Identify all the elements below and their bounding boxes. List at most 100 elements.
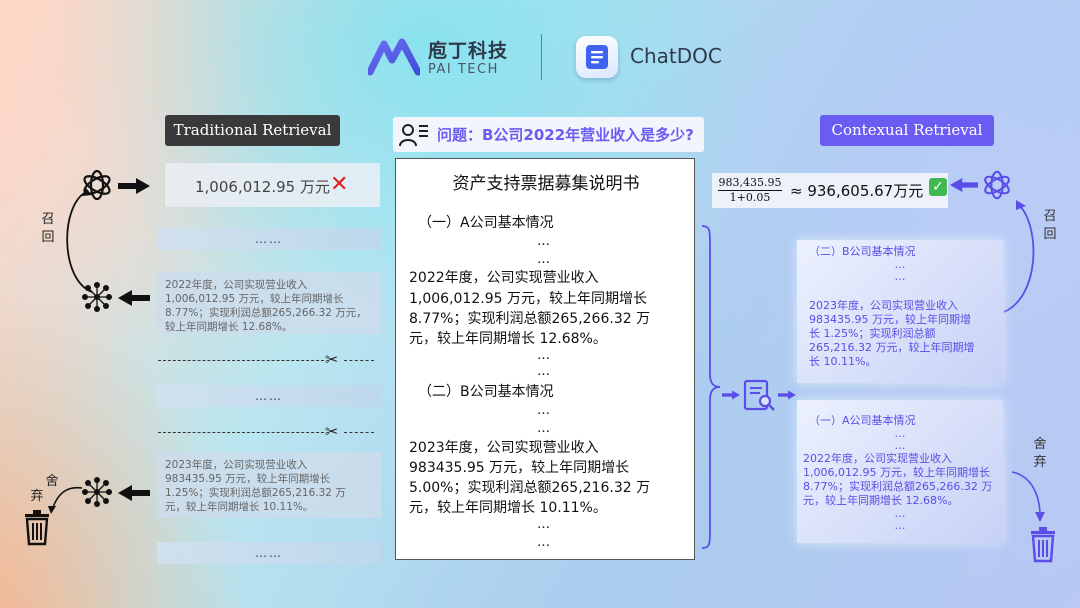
recall-label-1: 召 xyxy=(41,212,55,227)
pai-tech-name-en: PAI TECH xyxy=(428,62,499,77)
chunk-ellipsis: …… xyxy=(255,389,283,403)
document-title: 资产支持票据募集说明书 xyxy=(452,174,640,194)
arrow-left-icon xyxy=(950,178,978,192)
arrow-right-icon xyxy=(722,390,740,400)
traditional-answer-value: 1,006,012.95 万元 xyxy=(195,178,330,196)
doc-ellipsis: … xyxy=(537,535,550,550)
doc-section-a-heading: （一）A公司基本情况 xyxy=(418,215,554,231)
contextual-chunk-a: （一）A公司基本情况 … … 2022年度，公司实现营业收入 1,006,012… xyxy=(797,400,1003,543)
contextual-chunk-b: （二）B公司基本情况 … … 2023年度，公司实现营业收入 983435.95… xyxy=(797,240,1003,383)
chunk-cut-line xyxy=(158,360,324,361)
discard-label-1: 舍 xyxy=(45,474,59,489)
chunk-line: 长 10.11%。 xyxy=(809,355,877,368)
chunk-ellipsis: …… xyxy=(255,546,283,560)
doc-ellipsis: … xyxy=(537,348,550,363)
traditional-retrieval-title: Traditional Retrieval xyxy=(165,115,340,146)
chunk-heading: （一）A公司基本情况 xyxy=(809,414,916,427)
chunk-ellipsis: … xyxy=(894,507,906,520)
chunk-strip: …… xyxy=(157,385,381,407)
doc-para-b-line: 2023年度，公司实现营业收入 xyxy=(409,440,599,456)
discard-arrow-icon xyxy=(1011,471,1045,522)
document-search-icon xyxy=(743,379,775,411)
retrieved-chunk-2: 2023年度，公司实现营业收入 983435.95 万元，较上年同期增长 1.2… xyxy=(157,452,381,518)
doc-para-a-line: 2022年度，公司实现营业收入 xyxy=(409,270,599,286)
answer-fraction: 983,435.95 1+0.05 xyxy=(718,176,782,204)
chunk-strip: …… xyxy=(157,542,381,564)
doc-ellipsis: … xyxy=(537,364,550,379)
contextual-retrieval-title: Contexual Retrieval xyxy=(820,115,994,146)
wrong-cross-icon: ✕ xyxy=(330,172,349,197)
discard-label-2: 弃 xyxy=(30,489,44,504)
doc-ellipsis: … xyxy=(537,517,550,532)
chunk-line: 元，较上年同期增长 12.68%。 xyxy=(803,494,959,507)
chunk-ellipsis: …… xyxy=(255,232,283,246)
chunk-line: 2023年度，公司实现营业收入 xyxy=(165,459,308,471)
user-question-icon xyxy=(399,123,428,146)
contextual-answer-value: ≈ 936,605.67万元 xyxy=(790,182,924,200)
header-divider xyxy=(541,34,542,80)
arrow-left-icon xyxy=(118,290,150,306)
chunk-line: 1,006,012.95 万元，较上年同期增长 xyxy=(803,466,990,479)
recall-label-1: 召 xyxy=(1043,209,1057,224)
recall-arrow-icon xyxy=(1003,200,1035,313)
recall-label-2: 回 xyxy=(1043,227,1057,242)
chunk-ellipsis: … xyxy=(894,427,906,440)
chunk-ellipsis: … xyxy=(894,439,906,452)
arrow-left-icon xyxy=(118,485,150,501)
chunk-line: 1,006,012.95 万元，较上年同期增长 xyxy=(165,293,344,305)
chunk-line: 983435.95 万元，较上年同期增长 xyxy=(165,473,331,485)
doc-ellipsis: … xyxy=(537,421,550,436)
correct-check-icon: ✓ xyxy=(929,178,947,196)
chunk-line: 983435.95 万元，较上年同期增 xyxy=(809,313,971,326)
embedding-cluster-icon xyxy=(82,282,112,312)
question-box: 问题：B公司2022年营业收入是多少? xyxy=(393,117,704,152)
doc-para-a-line: 1,006,012.95 万元，较上年同期增长 xyxy=(409,291,647,307)
chunk-ellipsis: … xyxy=(894,270,906,283)
discard-arrow-icon xyxy=(48,486,83,514)
chatdoc-name: ChatDOC xyxy=(630,44,722,68)
recall-label-2: 回 xyxy=(41,230,55,245)
chunk-strip: …… xyxy=(157,228,381,250)
chunk-cut-line xyxy=(344,360,374,361)
doc-para-b-line: 元，较上年同期增长 10.11%。 xyxy=(409,500,607,516)
source-document: 资产支持票据募集说明书 （一）A公司基本情况 … … 2022年度，公司实现营业… xyxy=(395,158,695,560)
chunk-line: 265,216.32 万元，较上年同期增 xyxy=(809,341,975,354)
chunk-heading: （二）B公司基本情况 xyxy=(809,245,916,258)
doc-section-b-heading: （二）B公司基本情况 xyxy=(418,384,554,400)
question-text: 问题：B公司2022年营业收入是多少? xyxy=(437,126,694,144)
chunk-line: 2023年度，公司实现营业收入 xyxy=(809,299,958,312)
retrieved-chunk-1: 2022年度，公司实现营业收入 1,006,012.95 万元，较上年同期增长 … xyxy=(157,272,381,334)
chunk-line: 8.77%；实现利润总额265,266.32 万 xyxy=(803,480,993,493)
chunk-line: 2022年度，公司实现营业收入 xyxy=(803,452,952,465)
embedding-cluster-icon xyxy=(82,477,112,507)
arrow-right-icon xyxy=(778,390,796,400)
chunk-line: 元，较上年同期增长 10.11%。 xyxy=(165,501,314,513)
pai-tech-name-cn: 庖丁科技 xyxy=(428,40,509,62)
trash-icon xyxy=(25,510,49,546)
recall-arrow-icon xyxy=(66,188,93,293)
discard-label-1: 舍 xyxy=(1033,437,1047,452)
chatdoc-logo-icon xyxy=(576,36,618,78)
chunk-cut-line xyxy=(344,432,374,433)
fraction-numerator: 983,435.95 xyxy=(718,176,782,191)
traditional-answer-box xyxy=(165,163,380,207)
trash-icon xyxy=(1031,527,1055,563)
chunk-line: 长 1.25%；实现利润总额 xyxy=(809,327,936,340)
bracket-brace-icon xyxy=(701,225,721,549)
arrow-right-icon xyxy=(118,178,150,194)
doc-para-a-line: 元，较上年同期增长 12.68%。 xyxy=(409,331,607,347)
doc-para-b-line: 5.00%；实现利润总额265,216.32 万 xyxy=(409,480,651,496)
pai-tech-logo-icon xyxy=(368,38,420,76)
chunk-line: 2022年度，公司实现营业收入 xyxy=(165,279,308,291)
chunk-ellipsis: … xyxy=(894,258,906,271)
doc-para-a-line: 8.77%；实现利润总额265,266.32 万 xyxy=(409,311,651,327)
doc-ellipsis: … xyxy=(537,234,550,249)
chunk-ellipsis: … xyxy=(894,519,906,532)
scissors-icon: ✂ xyxy=(325,350,339,369)
chunk-cut-line xyxy=(158,432,324,433)
openai-logo-icon xyxy=(984,170,1010,200)
discard-label-2: 弃 xyxy=(1033,455,1047,470)
chunk-line: 8.77%；实现利润总额265,266.32 万元， xyxy=(165,307,367,319)
chunk-line: 1.25%；实现利润总额265,216.32 万 xyxy=(165,487,346,499)
scissors-icon: ✂ xyxy=(325,422,339,441)
